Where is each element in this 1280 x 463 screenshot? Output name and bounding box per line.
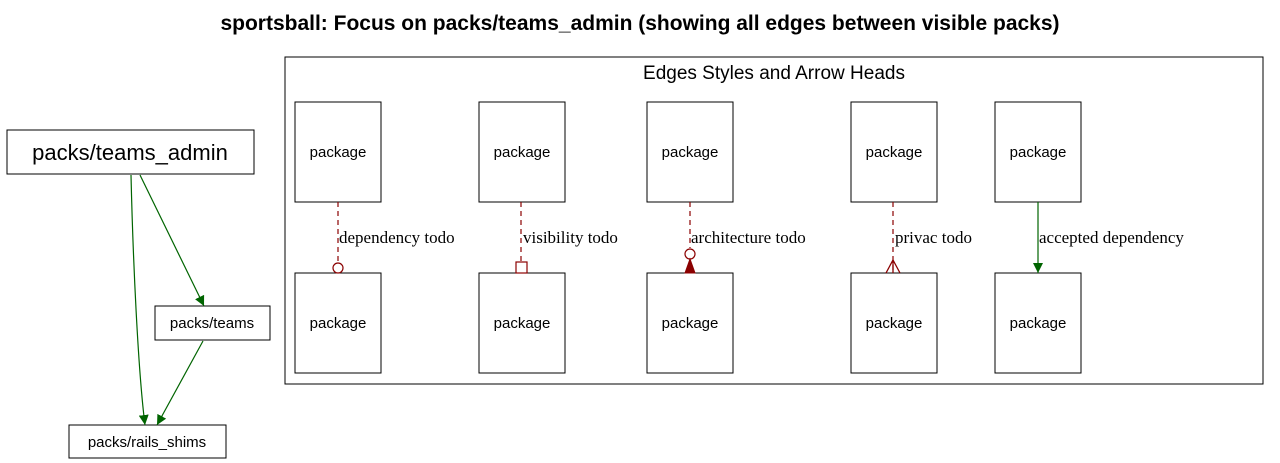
- legend-package-bottom[interactable]: [478, 272, 566, 374]
- legend-package-label: package: [866, 315, 923, 332]
- edge-label-visibility-todo: visibility todo: [523, 228, 618, 247]
- odot-arrowhead-icon: [332, 262, 344, 274]
- legend-package-label: package: [662, 315, 719, 332]
- legend-package-top[interactable]: [994, 101, 1082, 203]
- crow-arrowhead-icon: [885, 258, 901, 274]
- edge-label-privac-todo: privac todo: [895, 228, 972, 247]
- legend-package-top[interactable]: [478, 101, 566, 203]
- legend-item-architecture-todo: package package architecture todo: [646, 101, 806, 374]
- obox-arrowhead-icon: [515, 261, 528, 274]
- legend-package-label: package: [494, 315, 551, 332]
- legend-package-label: package: [1010, 144, 1067, 161]
- legend-package-bottom[interactable]: [294, 272, 382, 374]
- legend-item-privac-todo: package package privac todo: [850, 101, 972, 374]
- legend-package-label: package: [310, 315, 367, 332]
- edge-label-architecture-todo: architecture todo: [691, 228, 806, 247]
- legend-package-label: package: [1010, 315, 1067, 332]
- legend-package-top[interactable]: [850, 101, 938, 203]
- edge-teams-admin-to-rails-shims: [130, 174, 149, 426]
- legend-item-dependency-todo: package package dependency todo: [294, 101, 455, 374]
- legend-package-top[interactable]: [294, 101, 382, 203]
- legend-package-label: package: [494, 144, 551, 161]
- node-rails-shims-label: packs/rails_shims: [88, 434, 206, 451]
- normal-arrowhead-icon: [684, 257, 696, 274]
- edge-label-accepted-dependency: accepted dependency: [1039, 228, 1184, 247]
- edge-teams-admin-to-teams: [139, 174, 205, 307]
- legend-package-bottom[interactable]: [646, 272, 734, 374]
- node-teams-admin[interactable]: packs/teams_admin: [6, 129, 255, 175]
- legend-title: Edges Styles and Arrow Heads: [643, 63, 905, 84]
- node-teams-admin-label: packs/teams_admin: [32, 140, 228, 165]
- edge-teams-to-rails-shims: [156, 340, 204, 426]
- legend-package-bottom[interactable]: [994, 272, 1082, 374]
- legend-item-accepted-dependency: package package accepted dependency: [994, 101, 1184, 374]
- legend-package-label: package: [662, 144, 719, 161]
- legend-package-label: package: [866, 144, 923, 161]
- legend-cluster: Edges Styles and Arrow Heads: [284, 56, 1264, 385]
- odot-arrowhead-icon: [684, 248, 696, 260]
- node-teams-label: packs/teams: [170, 315, 254, 332]
- legend-package-bottom[interactable]: [850, 272, 938, 374]
- node-teams[interactable]: packs/teams: [154, 305, 271, 341]
- legend-package-label: package: [310, 144, 367, 161]
- legend-item-visibility-todo: package package visibility todo: [478, 101, 618, 374]
- node-rails-shims[interactable]: packs/rails_shims: [68, 424, 227, 459]
- edge-label-dependency-todo: dependency todo: [339, 228, 455, 247]
- diagram-title: sportsball: Focus on packs/teams_admin (…: [220, 12, 1059, 35]
